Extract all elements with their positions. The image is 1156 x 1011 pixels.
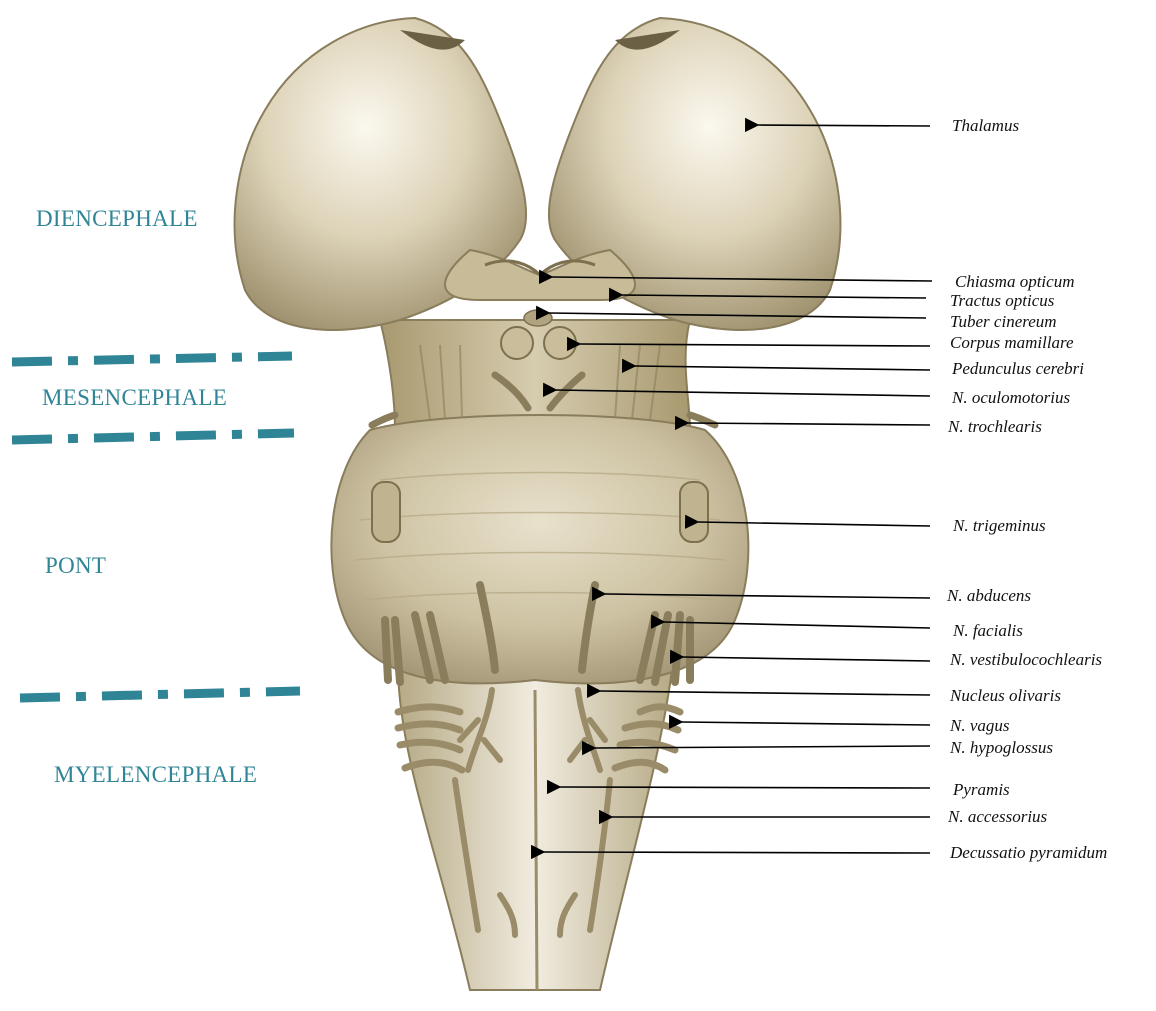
label-n-facialis: N. facialis xyxy=(953,622,1023,639)
arrow-n-trochlearis xyxy=(688,423,930,425)
divider-diencephale-mesencephale xyxy=(12,356,292,362)
label-corpus-mamillare: Corpus mamillare xyxy=(950,334,1074,351)
label-n-trochlearis: N. trochlearis xyxy=(948,418,1042,435)
label-decussatio-pyramidum: Decussatio pyramidum xyxy=(950,844,1107,861)
arrow-decussatio-pyramidum xyxy=(544,852,930,853)
corpus-mamillare-left xyxy=(501,327,533,359)
label-n-abducens: N. abducens xyxy=(947,587,1031,604)
divider-pont-myelencephale xyxy=(20,691,300,698)
label-n-vestibulocochlearis: N. vestibulocochlearis xyxy=(950,651,1102,668)
midbrain xyxy=(380,320,690,430)
label-n-accessorius: N. accessorius xyxy=(948,808,1047,825)
label-chiasma-opticum: Chiasma opticum xyxy=(955,273,1074,290)
region-label-diencephale: DIENCEPHALE xyxy=(36,206,198,232)
divider-mesencephale-pont xyxy=(12,433,294,440)
label-pedunculus-cerebri: Pedunculus cerebri xyxy=(952,360,1084,377)
label-tuber-cinereum: Tuber cinereum xyxy=(950,313,1057,330)
arrow-thalamus xyxy=(758,125,930,126)
label-n-vagus: N. vagus xyxy=(950,717,1010,734)
label-pyramis: Pyramis xyxy=(953,781,1010,798)
label-thalamus: Thalamus xyxy=(952,117,1019,134)
region-label-pont: PONT xyxy=(45,553,106,579)
label-n-trigeminus: N. trigeminus xyxy=(953,517,1046,534)
region-label-mesencephale: MESENCEPHALE xyxy=(42,385,227,411)
corpus-mamillare-right xyxy=(544,327,576,359)
label-tractus-opticus: Tractus opticus xyxy=(950,292,1054,309)
arrow-n-vestibulocochlearis xyxy=(683,657,930,661)
label-n-hypoglossus: N. hypoglossus xyxy=(950,739,1053,756)
arrow-pyramis xyxy=(560,787,930,788)
arrow-n-vagus xyxy=(682,722,930,725)
region-label-myelencephale: MYELENCEPHALE xyxy=(54,762,257,788)
label-n-oculomotorius: N. oculomotorius xyxy=(952,389,1070,406)
label-nucleus-olivaris: Nucleus olivaris xyxy=(950,687,1061,704)
